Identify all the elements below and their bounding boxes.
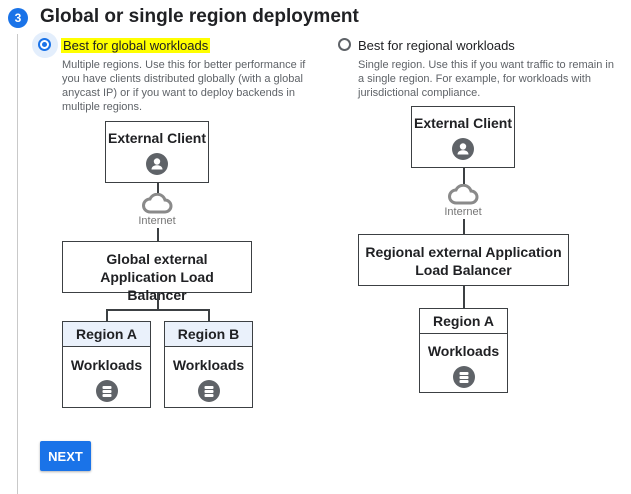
database-icon (197, 380, 220, 402)
database-icon (95, 380, 118, 402)
region-a-label: Region A (420, 309, 507, 334)
workloads-label: Workloads (427, 343, 500, 359)
connector-line (208, 309, 210, 322)
internet-label: Internet (444, 206, 482, 218)
load-balancer-box: Regional external Application Load Balan… (358, 234, 569, 286)
region-a-box: Region A Workloads (419, 308, 508, 393)
internet-label: Internet (138, 215, 176, 227)
external-client-box: External Client (105, 121, 209, 183)
connector-line (463, 286, 465, 308)
step-connector-line (17, 34, 18, 494)
load-balancer-label: Regional external Application Load Balan… (365, 244, 562, 278)
load-balancer-label: Global external Application Load Balance… (100, 251, 214, 303)
connector-branch (106, 309, 209, 311)
connector-line (463, 168, 465, 184)
option-regional-label[interactable]: Best for regional workloads (358, 38, 515, 53)
connector-line (157, 293, 159, 310)
region-b-box: Region B Workloads (164, 321, 253, 408)
cloud-icon (141, 192, 173, 220)
region-a-label: Region A (63, 322, 150, 347)
region-b-label: Region B (165, 322, 252, 347)
workloads-label: Workloads (172, 357, 245, 373)
external-client-label: External Client (413, 115, 513, 131)
external-client-label: External Client (107, 130, 207, 146)
step-number-badge: 3 (8, 8, 28, 28)
option-global-description: Multiple regions. Use this for better pe… (62, 59, 306, 113)
radio-regional[interactable] (338, 38, 351, 51)
external-client-box: External Client (411, 106, 515, 168)
highlighted-label-text: Best for global workloads (61, 38, 211, 53)
option-global-label[interactable]: Best for global workloads (61, 38, 211, 53)
cloud-icon (447, 183, 479, 211)
connector-line (157, 183, 159, 195)
region-a-box: Region A Workloads (62, 321, 151, 408)
load-balancer-box: Global external Application Load Balance… (62, 241, 252, 303)
connector-line (463, 219, 465, 234)
radio-global[interactable] (38, 38, 51, 51)
section-title: Global or single region deployment (40, 6, 359, 27)
person-icon (452, 138, 474, 160)
next-button[interactable]: NEXT (40, 441, 91, 471)
person-icon (146, 153, 168, 175)
connector-line (106, 309, 108, 322)
database-icon (452, 366, 475, 388)
option-regional-description: Single region. Use this if you want traf… (358, 59, 614, 99)
workloads-label: Workloads (70, 357, 143, 373)
connector-line (157, 228, 159, 241)
